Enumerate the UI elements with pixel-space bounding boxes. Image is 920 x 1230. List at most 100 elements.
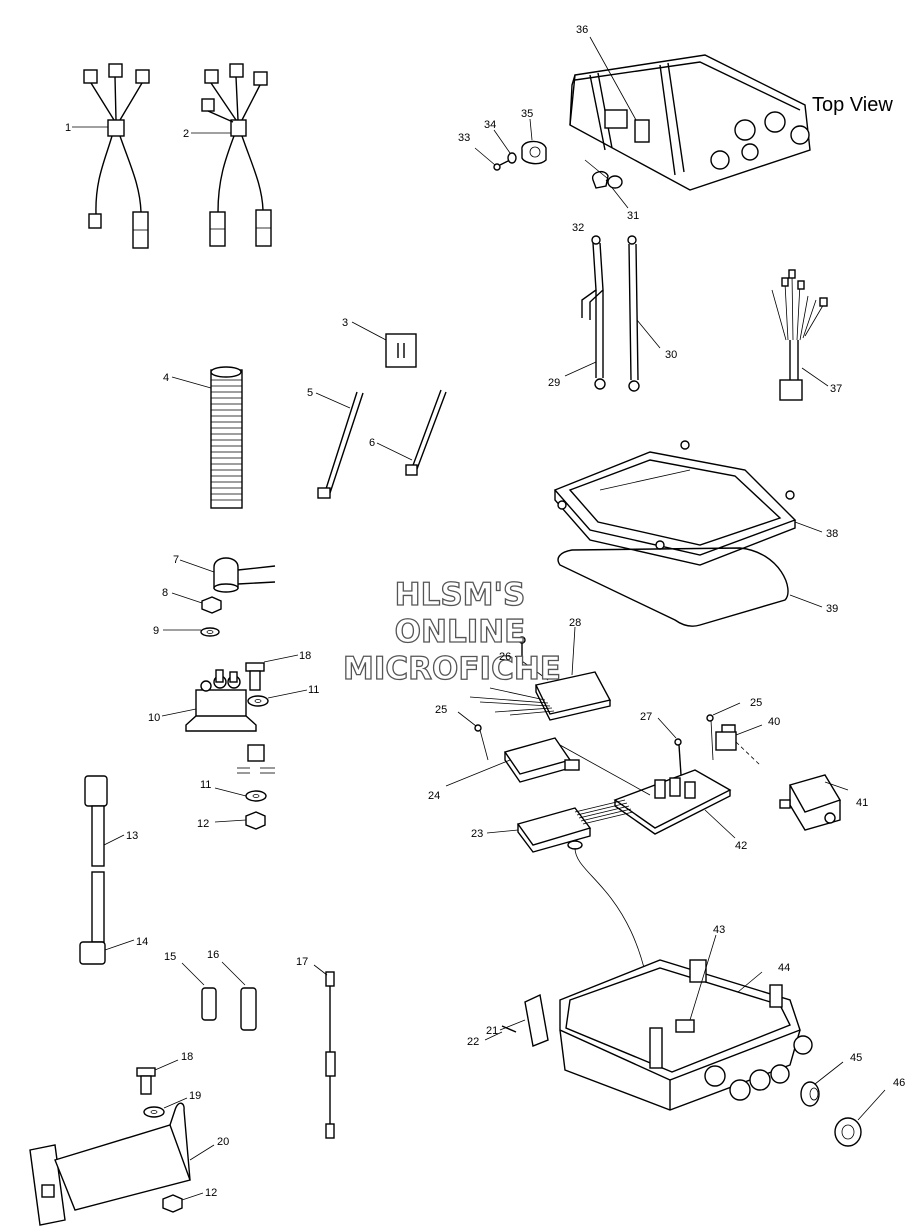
callout-37: 37 [830,383,842,395]
part-32-plug [584,159,623,189]
callout-31: 31 [627,210,639,222]
callout-34: 34 [484,119,496,131]
callout-38: 38 [826,528,838,540]
part-7-boot [179,557,276,593]
part-21-latch [499,993,549,1047]
callout-44: 44 [778,962,790,974]
top-view-label: Top View [812,94,893,116]
callout-12-top: 12 [197,818,209,830]
part-15-fuse [181,962,217,1021]
callout-25-right: 25 [750,697,762,709]
callout-36: 36 [576,24,588,36]
part-13-strap [84,775,125,867]
part-17-lead [313,964,336,1139]
part-4-tubing [171,366,243,509]
part-37-harness [771,269,829,401]
callout-33: 33 [458,132,470,144]
part-46-cap [834,1089,886,1147]
callout-32: 32 [572,222,584,234]
callout-26: 26 [499,651,511,663]
part-12-nut-top [214,811,266,830]
callout-41: 41 [856,797,868,809]
part-34-washer [493,129,517,164]
part-2-harness [191,63,272,247]
part-10-solenoid [161,669,257,732]
callout-39: 39 [826,603,838,615]
part-40-bracket [715,724,763,766]
callout-15: 15 [164,951,176,963]
callout-24: 24 [428,790,440,802]
part-6-cable-tie [376,389,447,476]
callout-29: 29 [548,377,560,389]
watermark-line-3: MICROFICHE [343,651,561,687]
callout-19: 19 [189,1090,201,1102]
part-38-gasket-frame [553,440,823,566]
part-45-grommet [800,1061,844,1107]
watermark-line-2: ONLINE [395,614,526,650]
part-19-washer [143,1097,188,1118]
callout-8: 8 [162,587,168,599]
callout-18-top: 18 [299,650,311,662]
callout-5: 5 [307,387,313,399]
part-25-screw-left [457,711,489,761]
callout-14: 14 [136,936,148,948]
part-18-bolt-bottom [136,1059,179,1095]
callout-11-top: 11 [308,684,319,696]
part-16-fuse [221,961,257,1031]
callout-6: 6 [369,437,375,449]
callout-numbers: 1 2 3 4 5 6 7 8 9 10 11 11 12 12 13 14 1… [65,24,905,1199]
part-36-top-cover [569,36,811,191]
callout-35: 35 [521,108,533,120]
callout-11-bottom: 11 [200,779,211,791]
part-spacer [237,744,275,774]
callout-45: 45 [850,1052,862,1064]
callout-22: 22 [467,1036,479,1048]
callout-9: 9 [153,625,159,637]
part-33-screw [474,147,511,171]
part-26-screw [514,636,549,681]
part-30-cable [627,235,661,392]
callout-7: 7 [173,554,179,566]
part-18-bolt-top [245,654,299,691]
callout-4: 4 [163,372,169,384]
callout-42: 42 [735,840,747,852]
part-22-pin [484,1025,517,1041]
callout-3: 3 [342,317,348,329]
part-11-washer-top [247,689,308,707]
part-42-circuit-board [559,744,736,839]
callout-43: 43 [713,924,725,936]
callout-18-bottom: 18 [181,1051,193,1063]
part-44-lower-box [559,959,813,1111]
part-12-nut-bottom [162,1192,204,1213]
part-20-bracket [29,1102,215,1226]
callout-16: 16 [207,949,219,961]
callout-25-left: 25 [435,704,447,716]
callout-23: 23 [471,828,483,840]
part-25-screw-right [706,702,741,761]
part-27-screw [657,717,682,776]
callout-40: 40 [768,716,780,728]
part-28-module [469,626,612,721]
callout-30: 30 [665,349,677,361]
part-29-cable [564,235,606,390]
part-43-connector [675,934,717,1033]
callout-12-bottom: 12 [205,1187,217,1199]
part-5-cable-tie [315,391,364,499]
watermark-line-1: HLSM'S [395,577,526,613]
part-8-nut [171,592,222,614]
part-1-harness [72,63,150,249]
callout-1: 1 [65,122,71,134]
callout-46: 46 [893,1077,905,1089]
callout-27: 27 [640,711,652,723]
callout-28: 28 [569,617,581,629]
part-41-relay [779,774,849,831]
part-3-label [351,321,417,368]
part-11-washer-bottom [214,787,267,802]
callout-21: 21 [486,1025,498,1037]
callout-10: 10 [148,712,160,724]
callout-20: 20 [217,1136,229,1148]
callout-2: 2 [183,128,189,140]
part-39-seal [557,547,823,627]
part-35-connector [521,118,547,165]
